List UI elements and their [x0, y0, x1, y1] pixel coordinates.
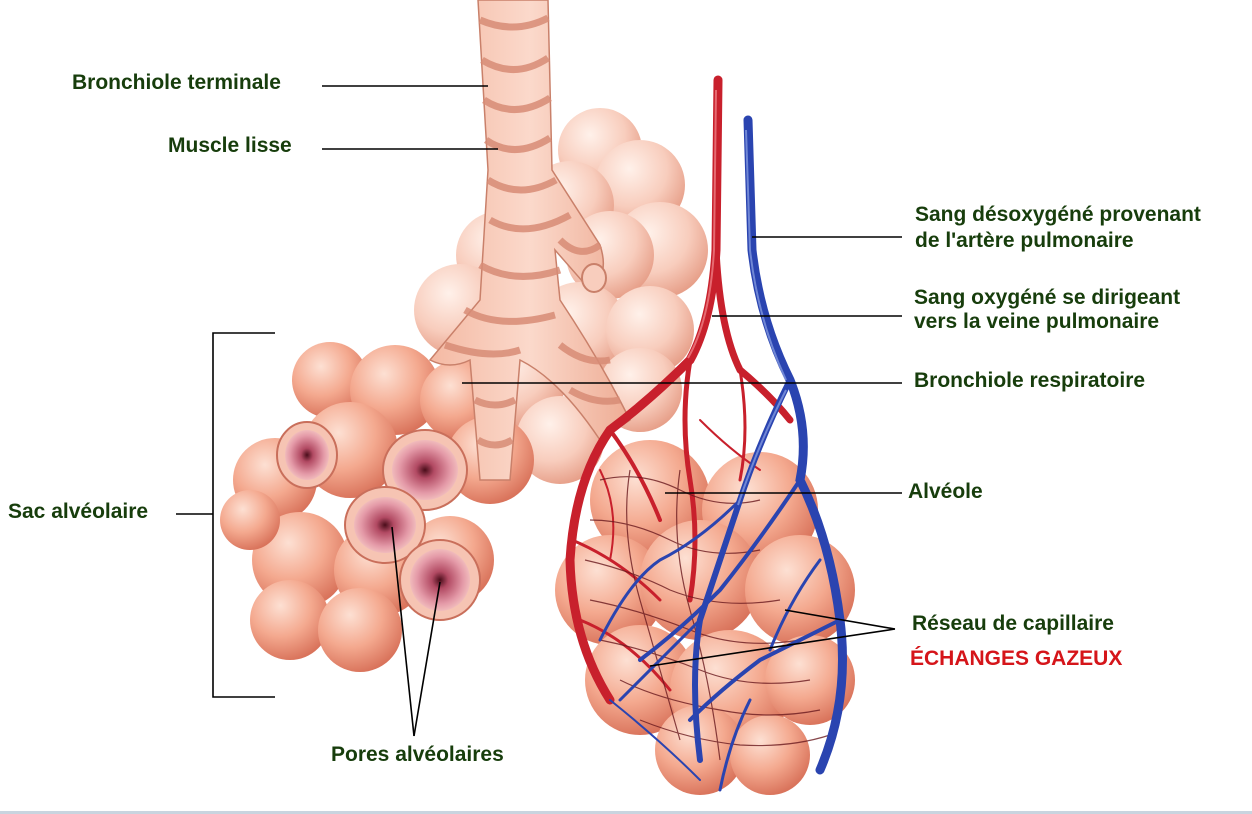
label-alveolar-sac: Sac alvéolaire — [8, 500, 149, 523]
label-gas-exchange: ÉCHANGES GAZEUX — [910, 647, 1123, 670]
label-respiratory-bronchiole: Bronchiole respiratoire — [914, 369, 1146, 392]
label-capillary-network: Réseau de capillaire — [912, 612, 1114, 635]
label-alveolus: Alvéole — [908, 480, 983, 503]
alveolar-pores-openings — [276, 421, 481, 621]
leader-lines — [176, 85, 902, 737]
vein-highlights — [737, 129, 787, 506]
label-alveolar-pores: Pores alvéolaires — [331, 743, 504, 766]
capillary-mesh — [584, 469, 831, 761]
capillary-alveolus — [555, 440, 855, 795]
artery-highlights — [687, 89, 717, 359]
label-oxygenated-blood-line1: Sang oxygéné se dirigeant — [914, 286, 1181, 309]
alveolar-sac-cluster — [220, 342, 534, 672]
label-deoxygenated-blood-line2: de l'artère pulmonaire — [915, 229, 1134, 252]
label-deoxygenated-blood-line1: Sang désoxygéné provenant — [915, 203, 1201, 226]
label-smooth-muscle: Muscle lisse — [168, 134, 292, 157]
bottom-border — [0, 811, 1252, 814]
label-oxygenated-blood-line2: vers la veine pulmonaire — [914, 310, 1160, 333]
label-terminal-bronchiole: Bronchiole terminale — [72, 71, 281, 94]
